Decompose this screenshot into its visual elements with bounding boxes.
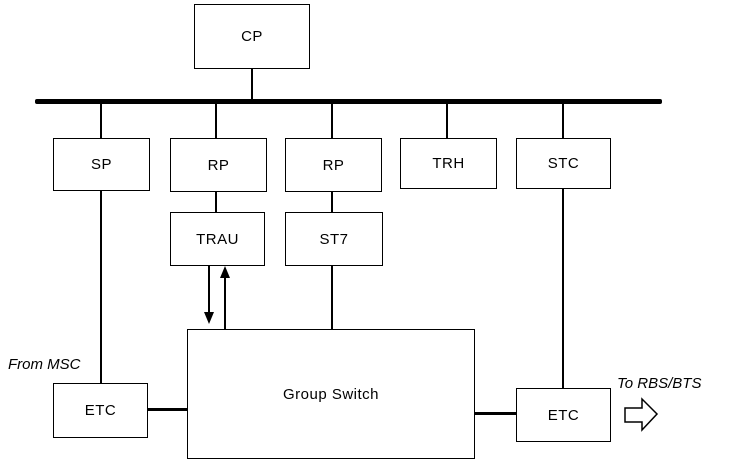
node-etc-right-label: ETC <box>547 406 580 424</box>
node-etc-right: ETC <box>516 388 611 442</box>
from-msc-annotation: From MSC <box>8 356 81 373</box>
node-rp-right-label: RP <box>322 156 345 174</box>
connector-etc-left-groupswitch <box>148 408 187 411</box>
trau-groupswitch-double-arrow-icon <box>204 266 230 329</box>
node-cp: CP <box>194 4 310 69</box>
node-st7: ST7 <box>285 212 383 266</box>
node-sp-label: SP <box>90 156 112 173</box>
node-stc: STC <box>516 138 611 189</box>
connector-bus-trh <box>446 103 448 138</box>
node-cp-label: CP <box>241 28 263 45</box>
connector-groupswitch-etc-right <box>475 412 516 415</box>
node-stc-label: STC <box>547 155 580 172</box>
connector-sp-etc-left <box>100 191 102 383</box>
node-group-switch: Group Switch <box>187 329 475 459</box>
connector-bus-rp-left <box>215 103 217 138</box>
node-trau: TRAU <box>170 212 265 266</box>
node-etc-left-label: ETC <box>84 402 117 419</box>
connector-cp-bus <box>251 69 253 100</box>
node-sp: SP <box>53 138 150 191</box>
node-rp-left-label: RP <box>207 156 230 174</box>
node-group-switch-label: Group Switch <box>282 385 380 403</box>
connector-rp-trau <box>215 191 217 212</box>
to-rbs-bts-arrow-icon <box>624 397 659 432</box>
cp-bus-line <box>35 99 662 104</box>
connector-bus-stc <box>562 103 564 138</box>
connector-stc-etc-right <box>562 189 564 388</box>
node-trh-label: TRH <box>432 155 465 172</box>
to-rbs-bts-annotation: To RBS/BTS <box>617 375 702 392</box>
node-trau-label: TRAU <box>196 230 239 248</box>
connector-bus-sp <box>100 103 102 138</box>
connector-bus-rp-right <box>331 103 333 138</box>
connector-st7-groupswitch <box>331 266 333 329</box>
node-etc-left: ETC <box>53 383 148 438</box>
connector-rp-st7 <box>331 191 333 212</box>
node-st7-label: ST7 <box>319 230 349 248</box>
node-trh: TRH <box>400 138 497 189</box>
node-rp-right: RP <box>285 138 382 192</box>
node-rp-left: RP <box>170 138 267 192</box>
